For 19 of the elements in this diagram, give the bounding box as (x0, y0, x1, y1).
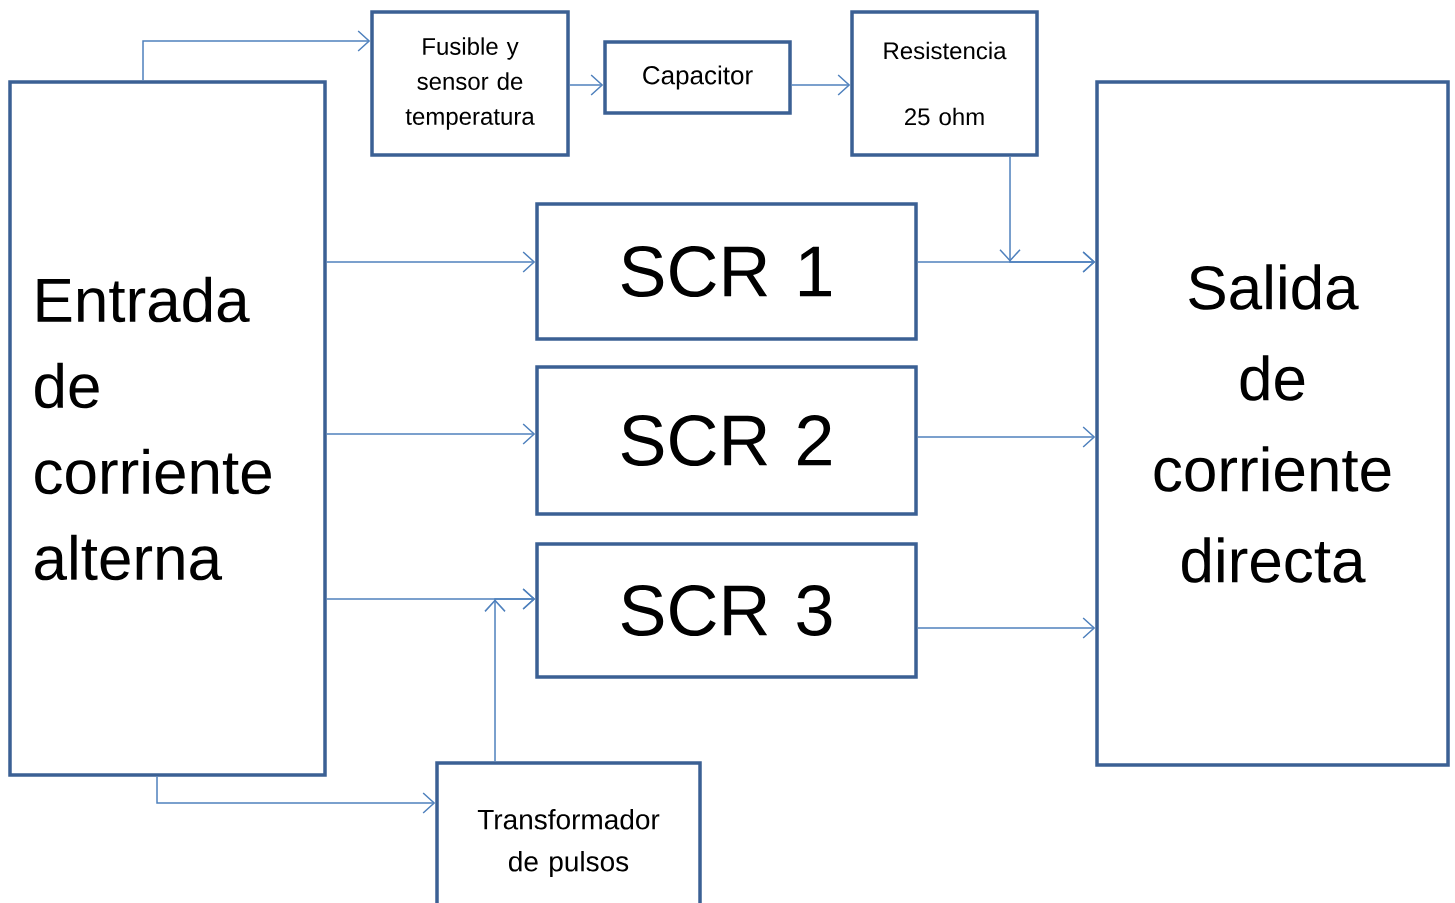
scr-box: SCR 1 (535, 202, 918, 341)
arrow (142, 30, 371, 81)
arrow (326, 251, 536, 273)
arrow (569, 74, 604, 96)
process-box: Fusible y sensor de temperatura (370, 10, 570, 157)
arrow (484, 588, 536, 762)
process-box: Resistencia 25 ohm (850, 10, 1039, 157)
input-block: Entrada de corriente alterna (8, 80, 327, 777)
arrow (917, 251, 1096, 273)
arrow (326, 423, 536, 445)
arrow (156, 776, 436, 814)
process-box: Capacitor (603, 40, 792, 115)
arrow (917, 617, 1096, 639)
arrow (917, 426, 1096, 448)
scr-box: SCR 3 (535, 542, 918, 679)
process-box: Transformador de pulsos (435, 761, 702, 903)
scr-box: SCR 2 (535, 365, 918, 516)
arrow (791, 74, 851, 96)
output-block: Salida de corriente directa (1095, 80, 1450, 767)
